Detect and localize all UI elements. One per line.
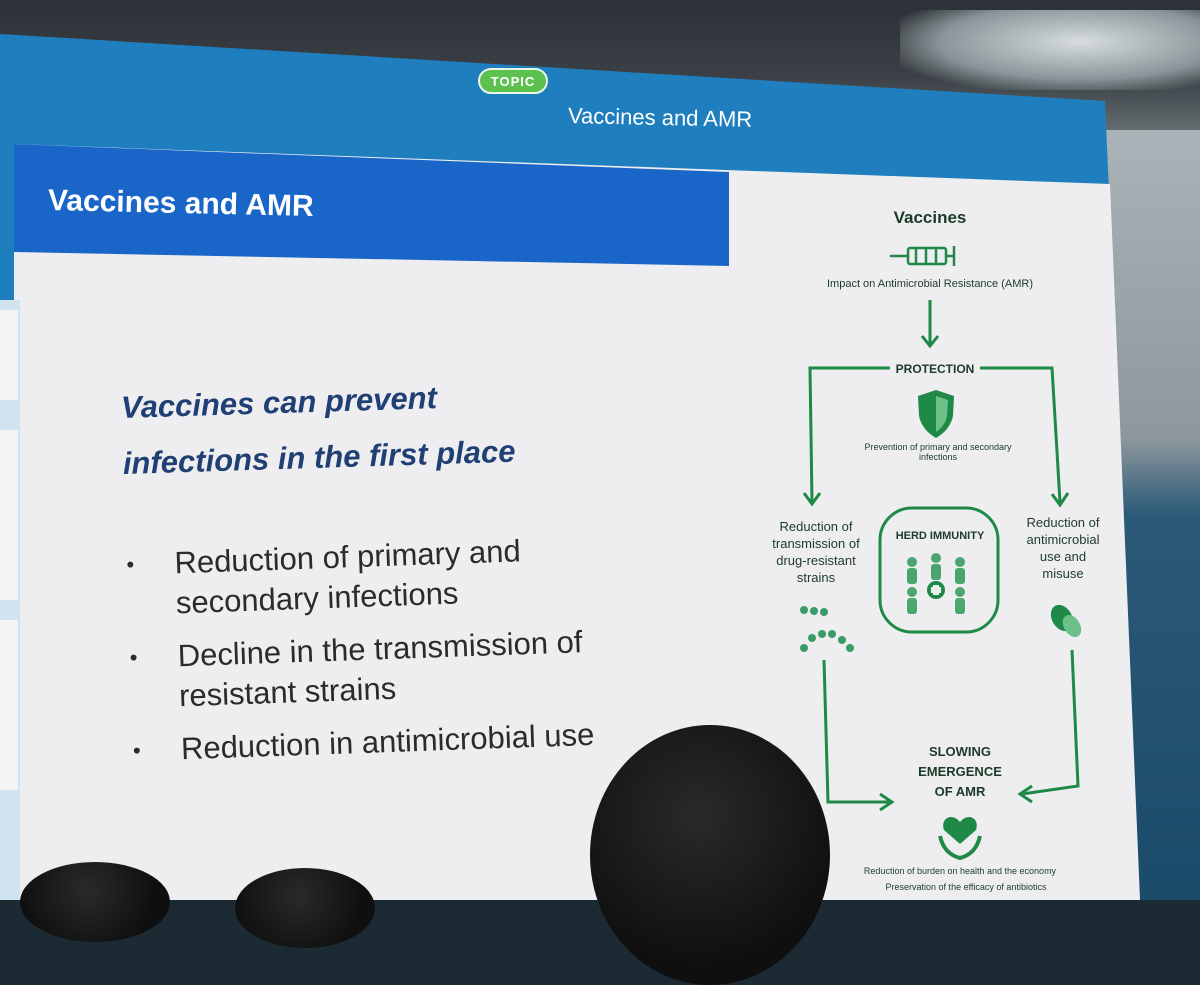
herd-immunity-frame [878, 506, 1000, 634]
branch-arrows [802, 366, 1080, 812]
bullet-item: • Reduction in antimicrobial use [132, 713, 653, 771]
bullet-text: Decline in the transmission of resistant… [177, 624, 584, 714]
syringe-icon [890, 246, 956, 266]
slowing-amr-label: SLOWING EMERGENCE OF AMR [918, 744, 1002, 799]
thumbnail [0, 510, 18, 600]
audience-head [590, 725, 830, 985]
people-group-icon [907, 553, 965, 614]
bullet-item: • Reduction of primary and secondary inf… [126, 527, 648, 625]
ceiling-light [900, 10, 1200, 90]
slide-headline: Vaccines can prevent infections in the f… [120, 366, 583, 492]
diagram-subtitle: Impact on Antimicrobial Resistance (AMR) [826, 278, 1033, 290]
footer-line-2: Preservation of the efficacy of antibiot… [885, 882, 1047, 892]
protection-label: PROTECTION [890, 362, 980, 376]
audience-head [20, 862, 170, 942]
bullet-dot-icon: • [132, 737, 142, 763]
slide-body [14, 144, 1140, 900]
diagram-top-label: Vaccines [893, 208, 967, 227]
footer-line-1: Reduction of burden on health and the ec… [863, 866, 1057, 876]
diagram-arrows [800, 246, 1082, 861]
thumbnail [0, 430, 18, 520]
protection-description: Prevention of primary and secondary infe… [864, 442, 1012, 462]
left-thumbnail-strip [0, 300, 20, 900]
arrow-down-icon [920, 300, 940, 349]
slide-title: Vaccines and AMR [47, 184, 314, 224]
bacteria-icon [800, 606, 854, 652]
topic-bar [0, 34, 1110, 144]
topic-pill: TOPIC [478, 68, 548, 94]
bullet-dot-icon: • [129, 644, 138, 670]
bullet-text: Reduction of primary and secondary infec… [173, 533, 522, 621]
pills-icon [1050, 604, 1082, 638]
thumbnail [0, 620, 18, 710]
bullet-dot-icon: • [126, 551, 135, 578]
bullet-text: Reduction in antimicrobial use [180, 716, 595, 767]
right-branch-label: Reduction of antimicrobial use and misus… [1026, 515, 1100, 581]
amr-diagram: Vaccines Impact on Antimicrobial Resista… [740, 190, 1120, 900]
topic-title: Vaccines and AMR [567, 103, 753, 132]
left-branch-label: Reduction of transmission of drug-resist… [772, 519, 860, 585]
bullet-item: • Decline in the transmission of resista… [129, 620, 651, 718]
thumbnail [0, 310, 18, 400]
audience-head [235, 868, 375, 948]
shield-icon [918, 390, 954, 438]
thumbnail [0, 700, 18, 790]
herd-immunity-label: HERD IMMUNITY [895, 530, 985, 542]
bullet-list: • Reduction of primary and secondary inf… [126, 527, 654, 784]
heart-hands-icon [938, 816, 982, 861]
